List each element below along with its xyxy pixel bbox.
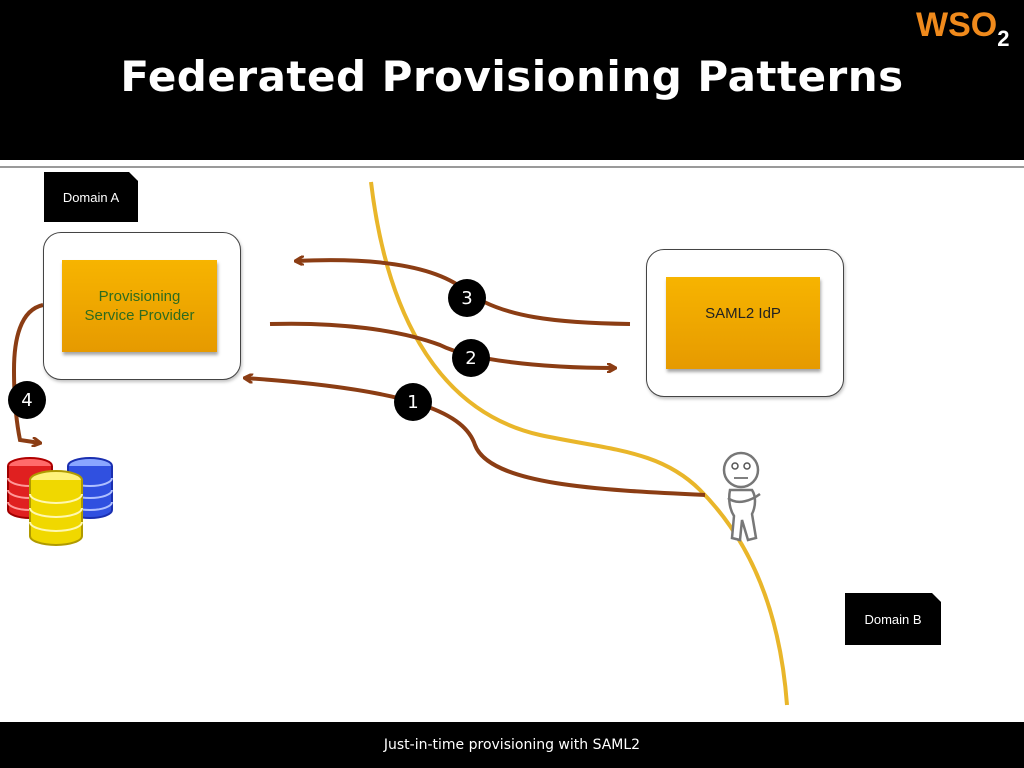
wso2-logo: WSO2 — [916, 6, 1016, 51]
provisioning-service-provider-box: Provisioning Service Provider — [62, 260, 217, 352]
service-provider-label-line-2: Service Provider — [84, 307, 195, 324]
domain-a-label: Domain A — [44, 172, 138, 222]
slide-title: Federated Provisioning Patterns — [120, 52, 904, 101]
database-stack-icon — [7, 457, 113, 546]
idp-label: SAML2 IdP — [705, 305, 781, 322]
logo-subscript: 2 — [997, 26, 1010, 51]
user-figure-icon — [722, 451, 761, 542]
footer-caption: Just-in-time provisioning with SAML2 — [383, 737, 641, 753]
slide-footer — [0, 722, 1024, 768]
service-provider-label-line-1: Provisioning — [98, 288, 181, 305]
step-2-badge: 2 — [452, 339, 490, 377]
domain-boundary-line — [369, 181, 789, 706]
header-divider — [0, 160, 1024, 168]
arrow-step-1 — [245, 378, 706, 497]
step-3-badge: 3 — [448, 279, 486, 317]
domain-b-label: Domain B — [845, 593, 941, 645]
saml2-idp-box: SAML2 IdP — [666, 277, 820, 369]
arrow-step-4 — [11, 303, 44, 443]
arrow-step-2 — [269, 321, 615, 368]
step-4-badge: 4 — [8, 381, 46, 419]
slide-header — [0, 0, 1024, 160]
step-1-badge: 1 — [394, 383, 432, 421]
logo-text: WSO — [916, 6, 998, 44]
